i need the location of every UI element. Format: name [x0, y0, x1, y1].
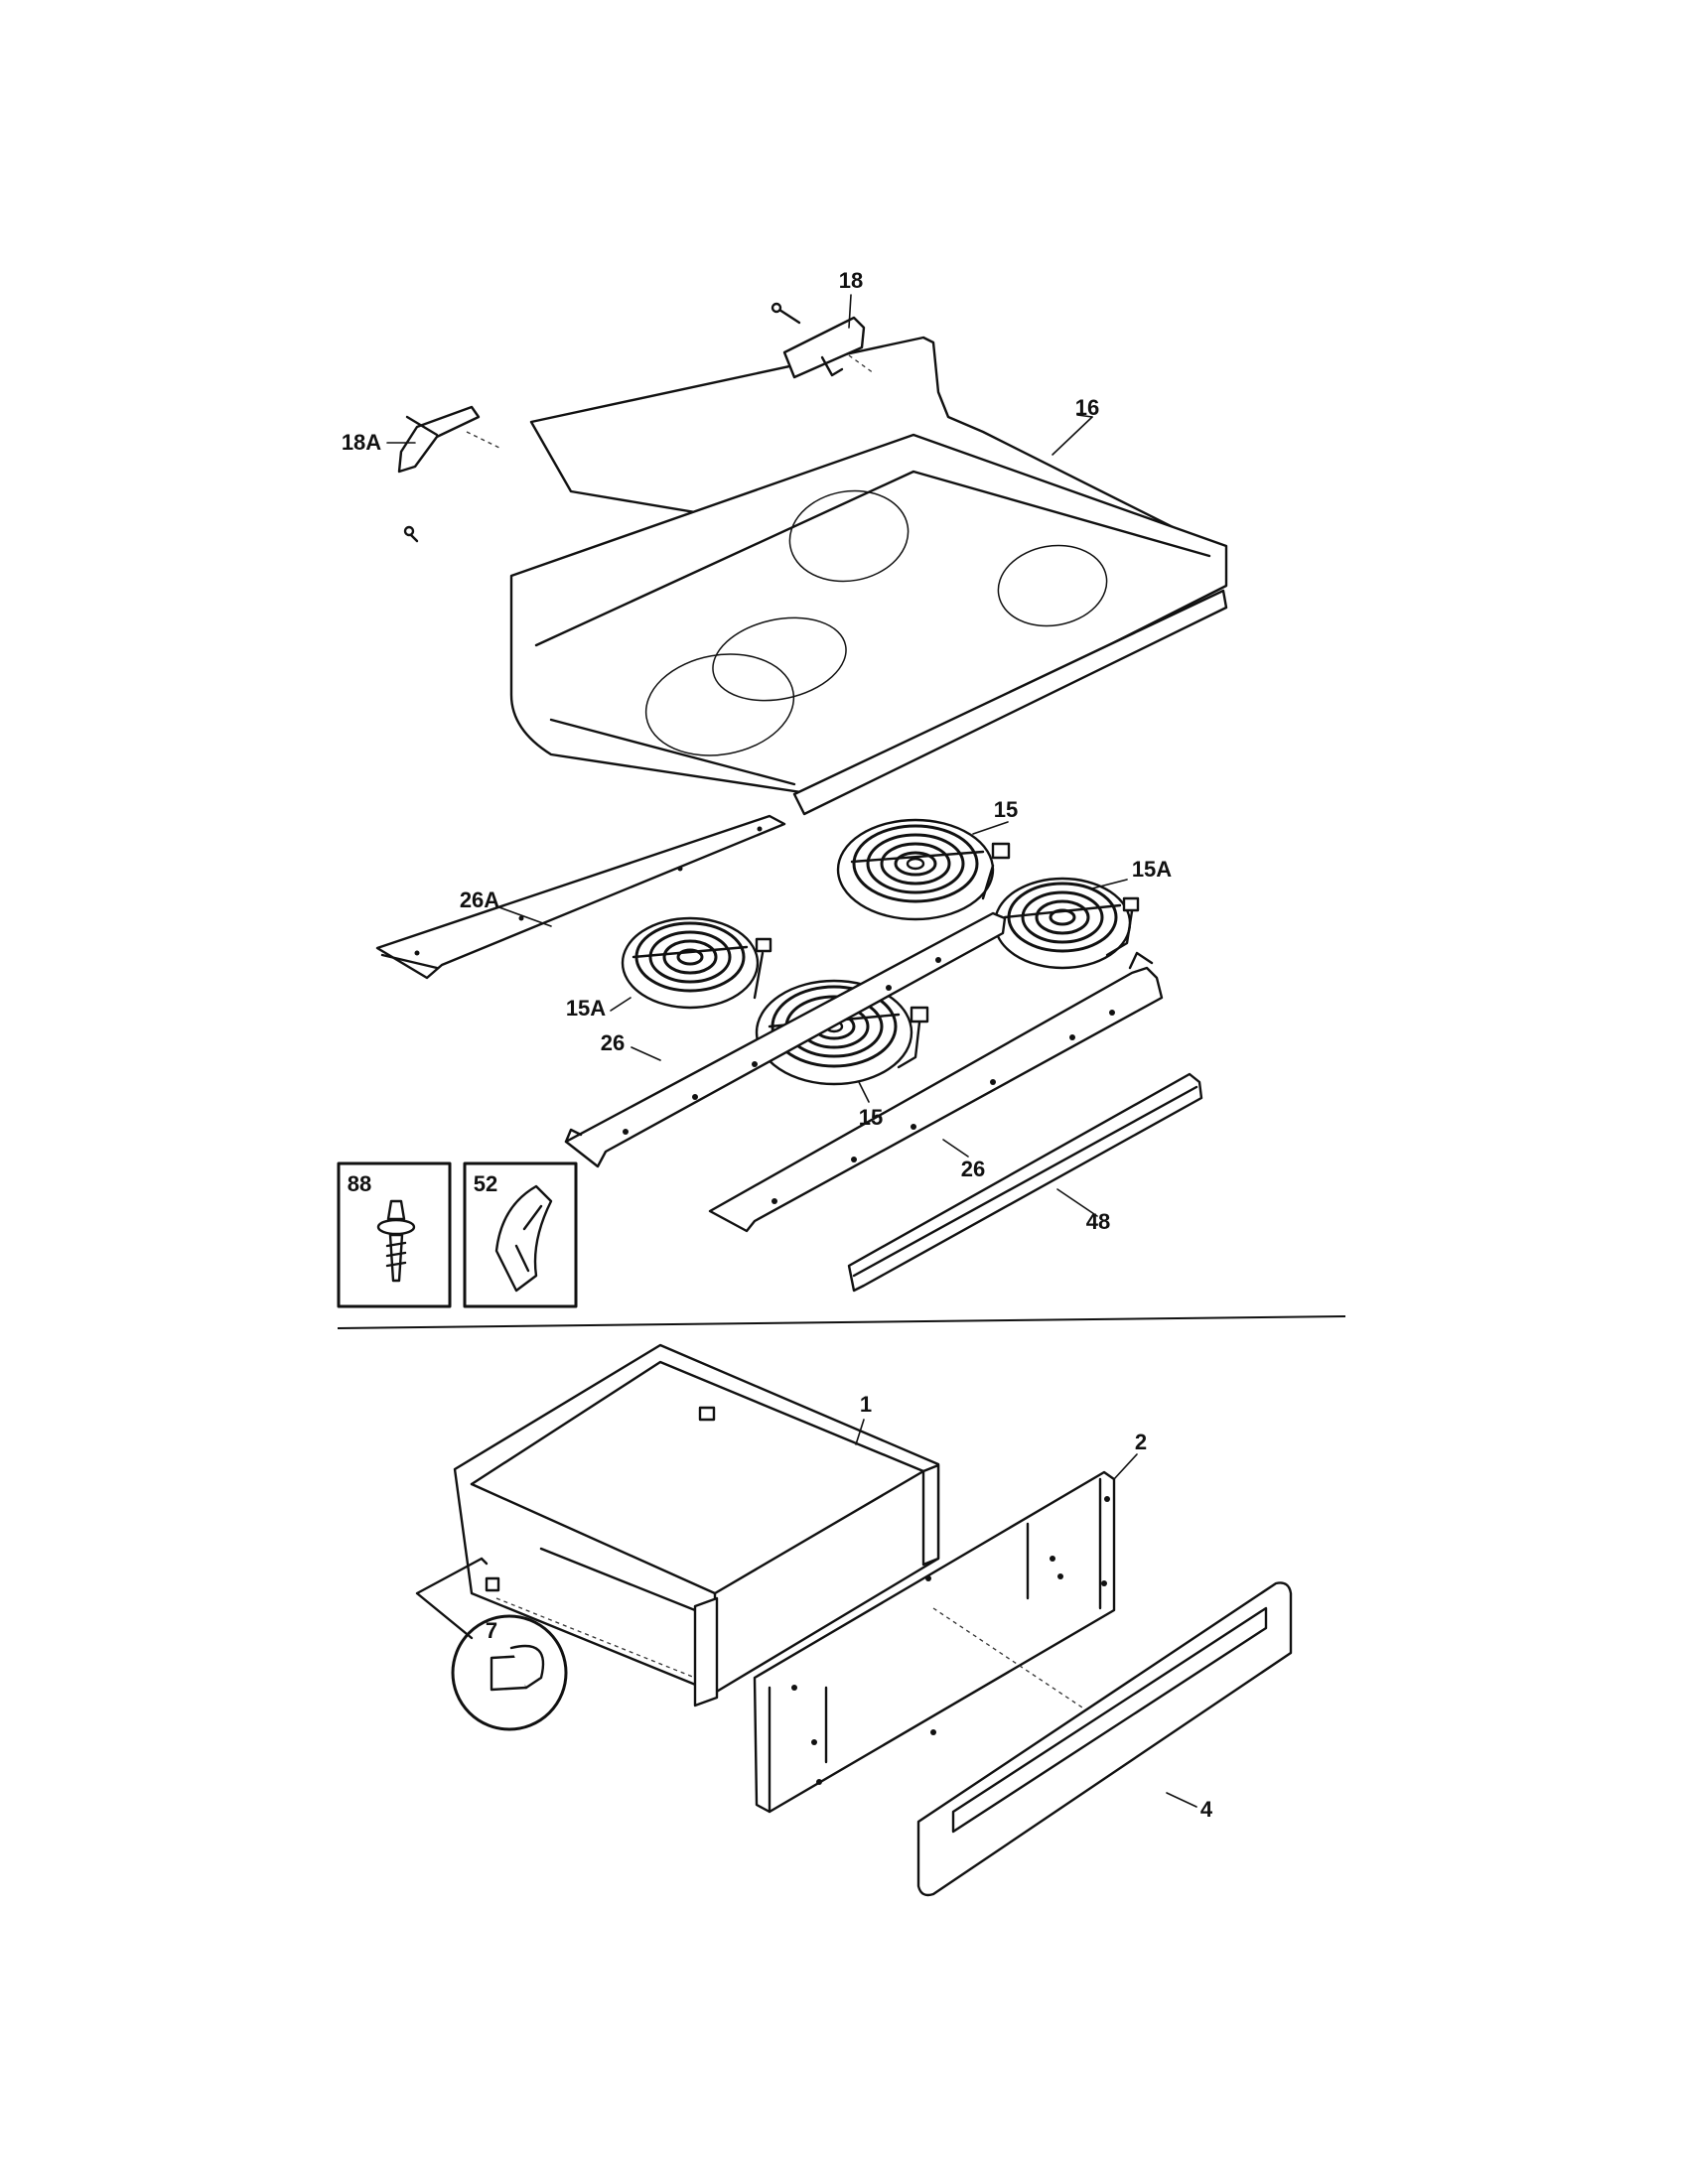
detail-7-part [415, 1557, 568, 1731]
callout-88: 88 [348, 1171, 371, 1196]
callout-52: 52 [474, 1171, 497, 1196]
box-88-part [337, 1161, 452, 1308]
callout-16: 16 [1075, 395, 1099, 420]
callout-18a: 18A [342, 430, 381, 455]
callout-15-top: 15 [994, 797, 1018, 822]
callout-26-right: 26 [961, 1157, 985, 1181]
drawer-box-part [453, 1343, 940, 1707]
element-15-top-part [836, 818, 1011, 921]
bracket-26-left-part [564, 911, 1007, 1168]
element-15-bottom-part [755, 979, 929, 1086]
leader-lines [386, 294, 1197, 1808]
section-divider [337, 1315, 1346, 1329]
callout-15a-left: 15A [566, 996, 606, 1021]
callout-48: 48 [1086, 1209, 1110, 1234]
bracket-26a-part [375, 814, 786, 980]
cooktop-part [509, 336, 1228, 816]
assembly-line-2 [932, 1607, 1083, 1708]
callout-18: 18 [839, 268, 863, 293]
callout-26a: 26A [460, 887, 499, 912]
bracket-18a-part [397, 405, 502, 543]
box-52-part [463, 1161, 578, 1308]
callout-7: 7 [486, 1618, 497, 1643]
callout-4: 4 [1200, 1797, 1213, 1822]
bracket-18-part [771, 302, 875, 379]
assembly-line-1 [495, 1597, 696, 1679]
callout-15-bottom: 15 [859, 1105, 883, 1130]
drawer-front-part [916, 1581, 1293, 1897]
callout-15a-right: 15A [1132, 857, 1172, 882]
callout-1: 1 [860, 1392, 872, 1417]
callout-2: 2 [1135, 1430, 1147, 1454]
bracket-26-right-part [708, 951, 1164, 1233]
callout-26-left: 26 [601, 1030, 625, 1055]
strip-48-part [847, 1072, 1203, 1293]
element-15a-left-part [621, 916, 772, 1010]
element-15a-right-part [993, 877, 1140, 970]
drawer-panel-part [753, 1470, 1116, 1814]
